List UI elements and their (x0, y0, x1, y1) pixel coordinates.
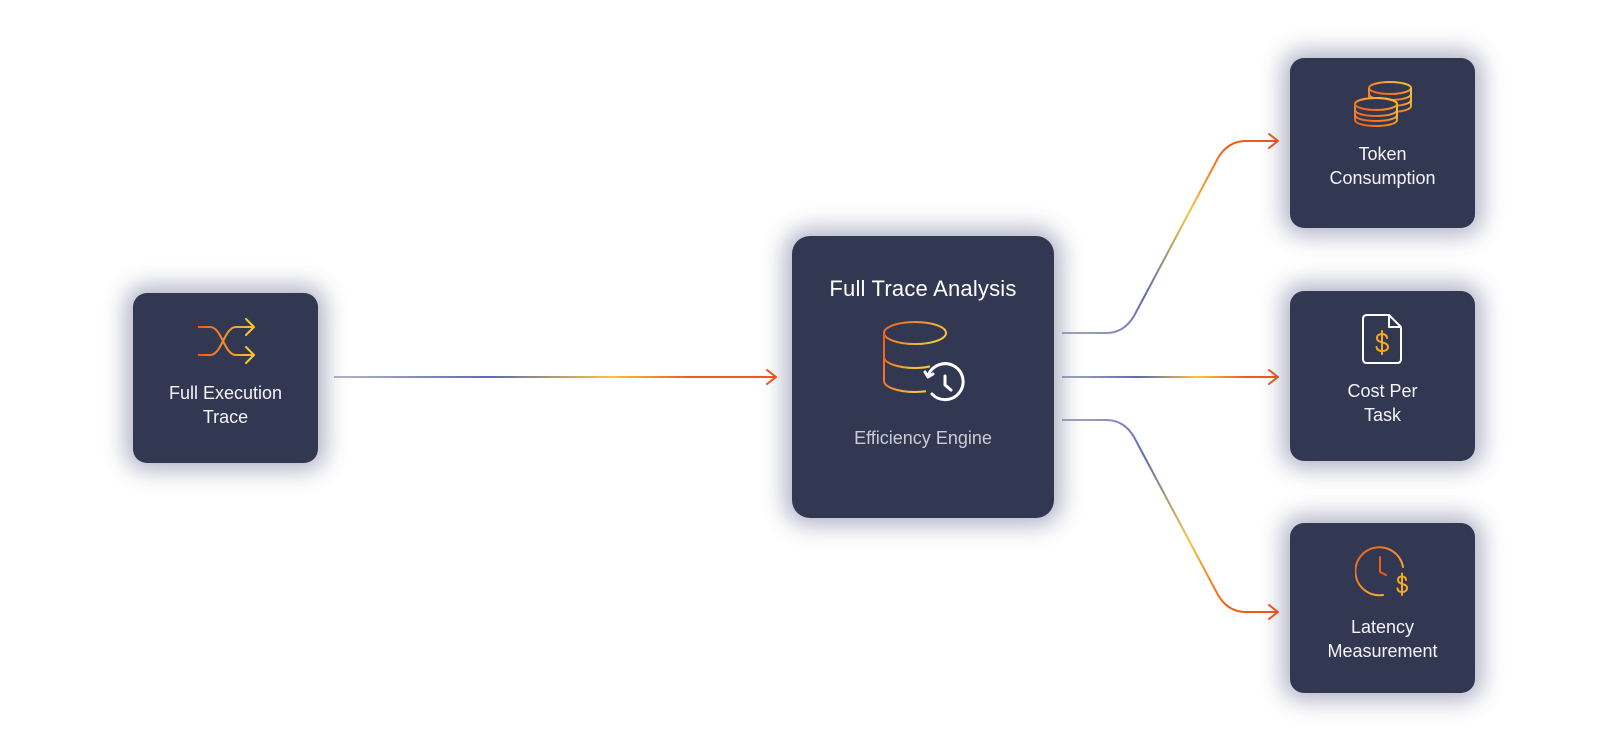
node-label: Token Consumption (1329, 144, 1436, 188)
arrowhead (1268, 604, 1279, 620)
connector-engine-to-latency (1062, 419, 1279, 620)
arrowhead (766, 369, 777, 385)
token-consumption-node: Token Consumption (1290, 58, 1475, 228)
arrowhead (1268, 133, 1279, 149)
full-execution-trace-node: Full Execution Trace (133, 293, 318, 463)
connector-input-to-engine (334, 369, 777, 385)
coins-stack-icon (1352, 80, 1414, 128)
arrowhead (1268, 369, 1279, 385)
engine-title: Full Trace Analysis (829, 276, 1017, 301)
document-dollar-icon (1361, 313, 1405, 365)
cost-per-task-node: Cost Per Task (1290, 291, 1475, 461)
latency-measurement-node: Latency Measurement (1290, 523, 1475, 693)
node-label: Cost Per Task (1347, 381, 1418, 425)
engine-subtitle: Efficiency Engine (854, 428, 992, 448)
shuffle-icon (194, 315, 258, 367)
efficiency-engine-node: Full Trace Analysis Efficiency Engine (792, 236, 1054, 518)
node-label: Latency Measurement (1327, 617, 1438, 661)
database-history-icon (881, 320, 965, 406)
node-label: Full Execution Trace (168, 383, 283, 427)
connector-engine-to-cost (1062, 369, 1279, 385)
connector-engine-to-tokens (1062, 133, 1279, 334)
clock-dollar-icon (1354, 545, 1411, 601)
